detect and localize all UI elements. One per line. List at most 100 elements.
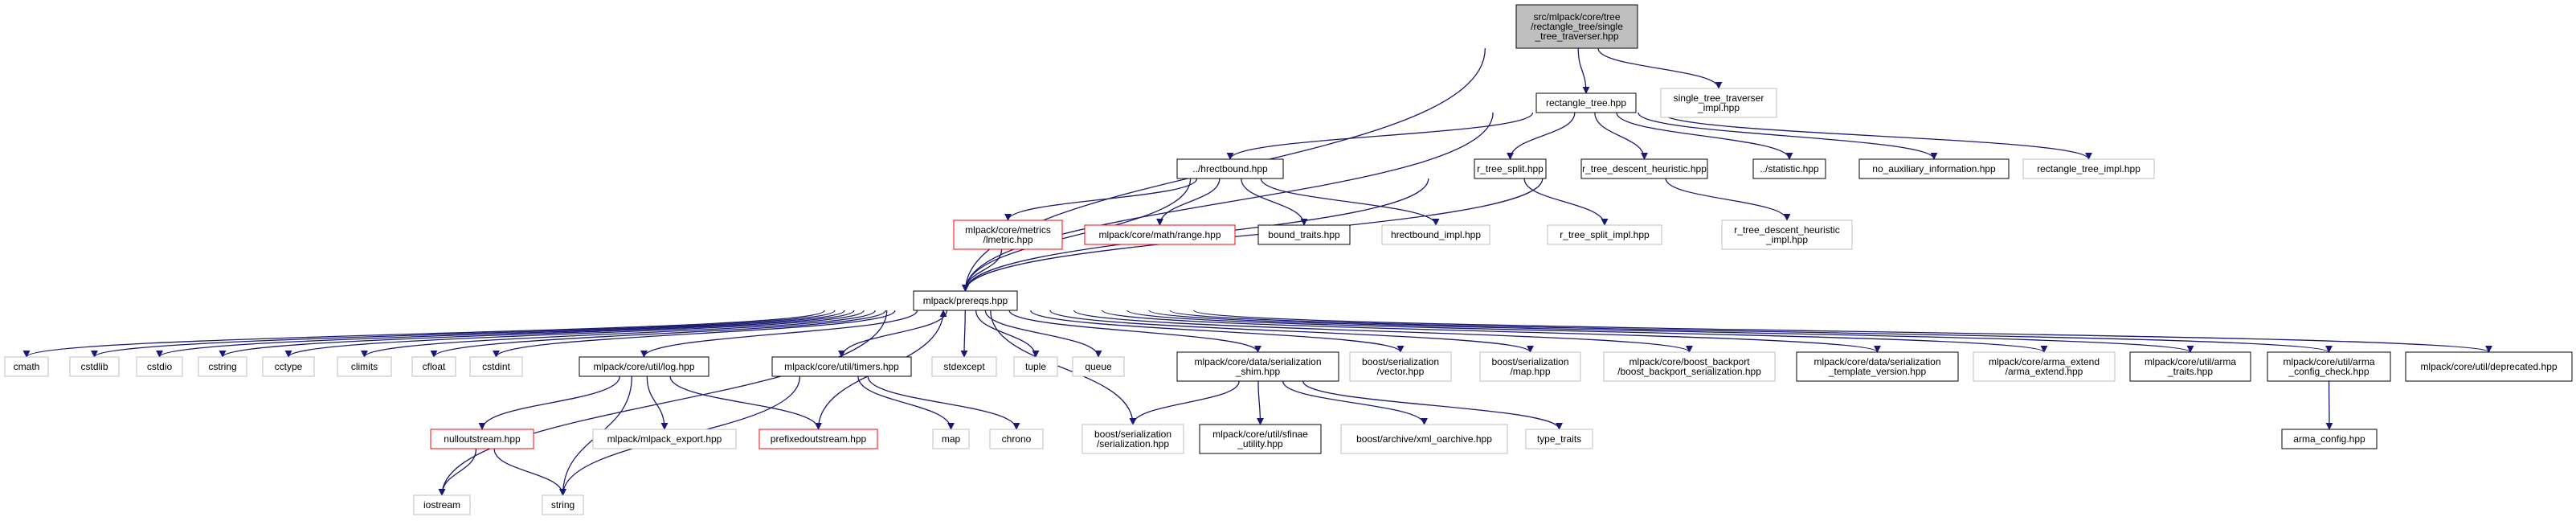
node-chrono[interactable]: chrono xyxy=(989,429,1044,449)
node-boost-ser[interactable]: boost/serialization/serialization.hpp xyxy=(1082,424,1184,454)
node-root[interactable]: src/mlpack/core/tree/rectangle_tree/sing… xyxy=(1515,4,1638,49)
node-hrect-impl[interactable]: hrectbound_impl.hpp xyxy=(1381,224,1490,245)
node-label: mlpack/core/data/serialization xyxy=(1813,356,1940,367)
node-cstdint[interactable]: cstdint xyxy=(469,356,523,377)
node-box xyxy=(931,356,997,377)
node-label: src/mlpack/core/tree xyxy=(1533,11,1620,23)
node-label: cfloat xyxy=(423,361,446,372)
node-cctype[interactable]: cctype xyxy=(262,356,315,377)
node-box xyxy=(337,356,392,377)
node-cmath[interactable]: cmath xyxy=(4,356,49,377)
node-box xyxy=(1858,158,2010,179)
node-stdexcept[interactable]: stdexcept xyxy=(931,356,997,377)
node-iostream[interactable]: iostream xyxy=(413,494,471,515)
node-prereqs[interactable]: mlpack/prereqs.hpp xyxy=(913,290,1018,311)
node-statistic[interactable]: ../statistic.hpp xyxy=(1752,158,1826,179)
node-deprecated[interactable]: mlpack/core/util/deprecated.hpp xyxy=(2405,351,2573,382)
node-cstdlib[interactable]: cstdlib xyxy=(69,356,120,377)
node-boost-map[interactable]: boost/serialization/map.hpp xyxy=(1479,351,1581,382)
node-label: arma_config.hpp xyxy=(2293,433,2365,445)
node-box xyxy=(989,429,1044,449)
node-box xyxy=(1340,424,1508,454)
node-box xyxy=(413,494,471,515)
edge-prereqs-to-climits xyxy=(361,310,876,358)
node-r-tree-descent[interactable]: r_tree_descent_heuristic.hpp xyxy=(1580,158,1708,179)
edge-prereqs-to-log xyxy=(640,310,918,358)
node-tuple[interactable]: tuple xyxy=(1013,356,1058,377)
node-climits[interactable]: climits xyxy=(337,356,392,377)
node-box xyxy=(4,356,49,377)
node-nulloutstream[interactable]: nulloutstream.hpp xyxy=(430,429,534,449)
node-type-traits[interactable]: type_traits xyxy=(1525,429,1593,449)
edge-prereqs-to-iostream xyxy=(438,310,888,496)
node-label: hrectbound_impl.hpp xyxy=(1391,229,1481,240)
node-label: _utility.hpp xyxy=(1237,438,1283,449)
node-descent-impl[interactable]: r_tree_descent_heuristic_impl.hpp xyxy=(1721,219,1853,250)
node-log[interactable]: mlpack/core/util/log.hpp xyxy=(579,356,709,377)
node-queue[interactable]: queue xyxy=(1072,356,1125,377)
node-ser-shim[interactable]: mlpack/core/data/serialization_shim.hpp xyxy=(1176,351,1339,382)
node-box xyxy=(1381,224,1490,245)
node-lmetric[interactable]: mlpack/core/metrics/lmetric.hpp xyxy=(953,219,1063,250)
node-cstdio[interactable]: cstdio xyxy=(136,356,183,377)
edge-prereqs-to-cstring xyxy=(219,310,855,358)
node-mlpack-export[interactable]: mlpack/mlpack_export.hpp xyxy=(592,429,737,449)
node-hrectbound[interactable]: ../hrectbound.hpp xyxy=(1176,158,1284,179)
node-map[interactable]: map xyxy=(932,429,970,449)
node-string[interactable]: string xyxy=(542,494,584,515)
node-label: _shim.hpp xyxy=(1235,366,1281,377)
node-r-tree-split[interactable]: r_tree_split.hpp xyxy=(1474,158,1547,179)
edge-prereqs-to-arma_config_check xyxy=(1169,310,2333,353)
node-rectangle-tree[interactable]: rectangle_tree.hpp xyxy=(1535,92,1637,113)
node-prefixed[interactable]: prefixedoutstream.hpp xyxy=(758,429,878,449)
edge-hrectbound-to-range xyxy=(1156,178,1221,226)
node-cstring[interactable]: cstring xyxy=(198,356,247,377)
node-arma-extend[interactable]: mlpack/core/arma_extend/arma_extend.hpp xyxy=(1973,351,2116,382)
node-arma-traits[interactable]: mlpack/core/util/arma_traits.hpp xyxy=(2129,351,2251,382)
node-stt-impl[interactable]: single_tree_traverser_impl.hpp xyxy=(1660,88,1777,118)
edge-hrectbound-to-lmetric xyxy=(1004,178,1198,221)
node-bound-traits[interactable]: bound_traits.hpp xyxy=(1257,224,1351,245)
node-box xyxy=(2267,351,2391,382)
node-timers[interactable]: mlpack/core/util/timers.hpp xyxy=(771,356,912,377)
node-arma-config-check[interactable]: mlpack/core/util/arma_config_check.hpp xyxy=(2267,351,2391,382)
edge-prereqs-to-tuple xyxy=(975,310,1040,358)
node-label: boost/serialization xyxy=(1094,429,1171,440)
node-box xyxy=(579,356,709,377)
node-range[interactable]: mlpack/core/math/range.hpp xyxy=(1084,224,1236,245)
node-box xyxy=(1525,429,1593,449)
edge-root-to-rectangle_tree xyxy=(1577,47,1590,94)
node-label: nulloutstream.hpp xyxy=(444,433,521,445)
node-label: iostream xyxy=(423,499,460,511)
node-sfinae[interactable]: mlpack/core/util/sfinae_utility.hpp xyxy=(1199,424,1322,454)
node-label: rectangle_tree_impl.hpp xyxy=(2037,163,2141,174)
node-box xyxy=(1084,224,1236,245)
edge-rectangle_tree-to-hrectbound xyxy=(1226,112,1534,160)
node-rect-impl[interactable]: rectangle_tree_impl.hpp xyxy=(2022,158,2155,179)
node-label: single_tree_traverser xyxy=(1674,92,1764,104)
node-split-impl[interactable]: r_tree_split_impl.hpp xyxy=(1547,224,1662,245)
edge-timers-to-chrono xyxy=(867,375,1020,430)
edge-prereqs-to-cfloat xyxy=(430,310,886,358)
node-label: /vector.hpp xyxy=(1377,366,1425,377)
node-boost-vector[interactable]: boost/serialization/vector.hpp xyxy=(1349,351,1452,382)
node-box xyxy=(1973,351,2116,382)
edge-prereqs-to-boost_map xyxy=(1049,310,1534,353)
node-boost-backport[interactable]: mlpack/core/boost_backport/boost_backpor… xyxy=(1603,351,1776,382)
node-cfloat[interactable]: cfloat xyxy=(411,356,456,377)
nodes-layer: src/mlpack/core/tree/rectangle_tree/sing… xyxy=(4,4,2573,515)
node-label: r_tree_split_impl.hpp xyxy=(1560,229,1650,240)
node-arma-config[interactable]: arma_config.hpp xyxy=(2281,429,2378,449)
node-box xyxy=(1721,219,1853,250)
node-ser-template[interactable]: mlpack/core/data/serialization_template_… xyxy=(1796,351,1959,382)
edge-prereqs-to-boost_backport xyxy=(1073,310,1693,353)
edge-prereqs-to-stdexcept xyxy=(960,310,968,358)
node-xml-oarchive[interactable]: boost/archive/xml_oarchive.hpp xyxy=(1340,424,1508,454)
edge-prereqs-to-cmath xyxy=(22,310,825,358)
node-box xyxy=(2281,429,2378,449)
node-box xyxy=(1660,88,1777,118)
node-label: cstring xyxy=(208,361,236,372)
node-box xyxy=(953,219,1063,250)
node-no-aux[interactable]: no_auxiliary_information.hpp xyxy=(1858,158,2010,179)
node-box xyxy=(1603,351,1776,382)
